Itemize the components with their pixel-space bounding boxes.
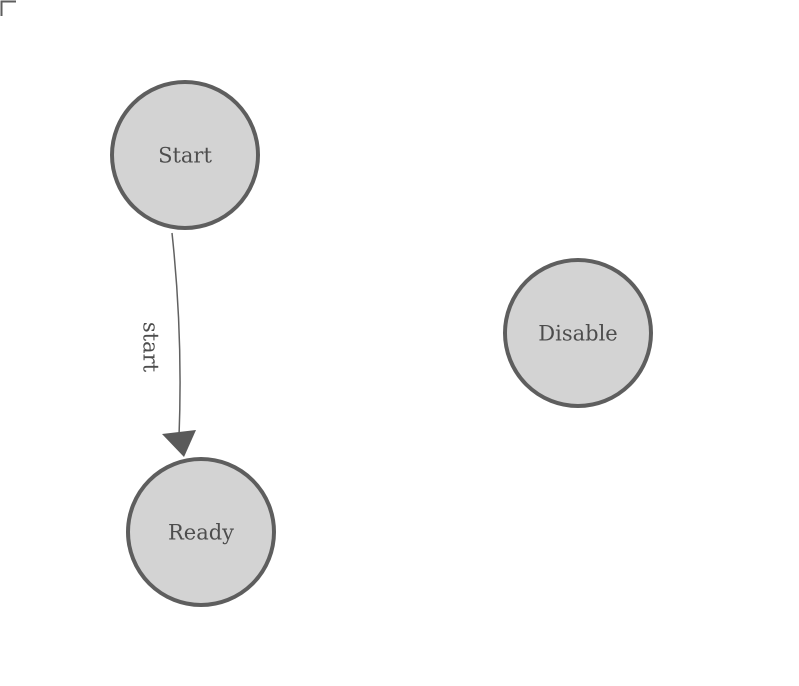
edge-path[interactable]	[171, 232, 181, 438]
node-start[interactable]: Start	[110, 80, 260, 230]
edge-label[interactable]: start	[138, 321, 164, 374]
edge-arrowhead-icon	[162, 430, 196, 457]
node-start-circle[interactable]	[110, 80, 260, 230]
node-ready-circle[interactable]	[126, 457, 276, 607]
node-disable-circle[interactable]	[503, 258, 653, 408]
node-ready[interactable]: Ready	[126, 457, 276, 607]
canvas-origin-marker	[0, 0, 16, 16]
edge-start-to-ready[interactable]: start	[138, 232, 196, 457]
node-disable[interactable]: Disable	[503, 258, 653, 408]
